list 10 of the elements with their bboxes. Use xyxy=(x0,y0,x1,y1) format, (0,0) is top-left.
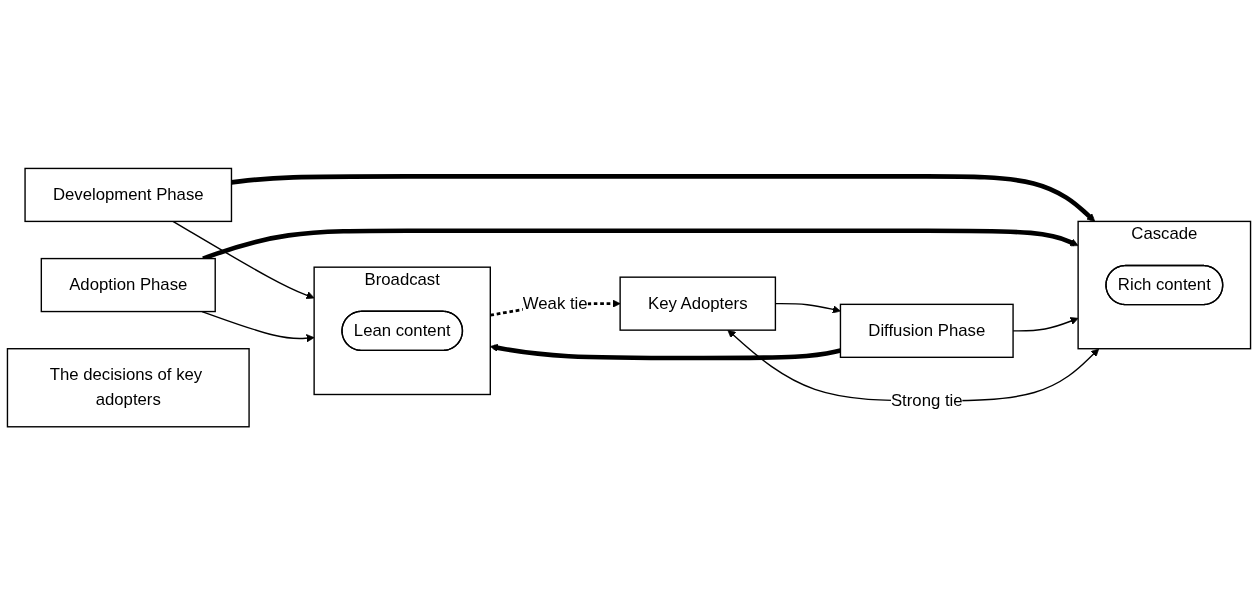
node-box: Adoption Phase xyxy=(40,257,216,313)
node-box: Key Adopters xyxy=(619,276,777,331)
arrow xyxy=(231,173,1096,222)
node-box: Diffusion Phase xyxy=(839,303,1014,358)
node-box: Development Phase xyxy=(24,167,233,222)
arrow xyxy=(172,220,315,300)
arrow xyxy=(201,310,315,343)
edge-label: Strong tie xyxy=(890,390,963,410)
edge-label: Weak tie xyxy=(522,293,588,313)
node-box: The decisions of key adopters xyxy=(6,347,250,428)
